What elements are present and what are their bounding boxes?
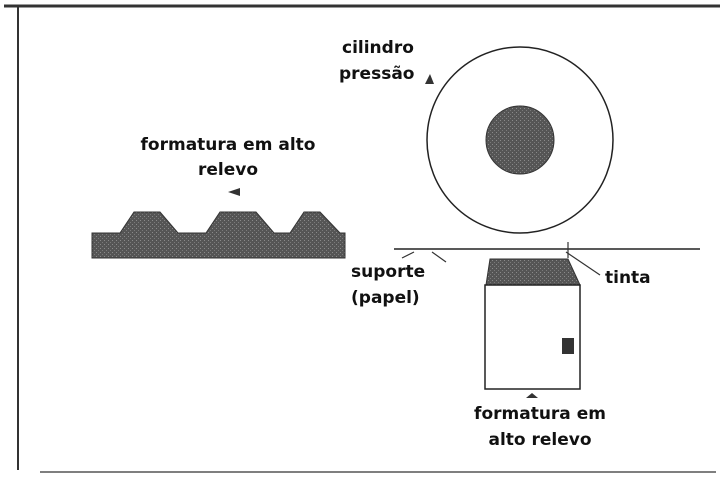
ink-layer [485, 258, 581, 286]
cylinder-label-line2: pressão [339, 64, 415, 84]
relief-plate-left [91, 211, 346, 259]
support-label-line2: (papel) [351, 288, 420, 308]
plate-left-label-line2: relevo [197, 160, 259, 180]
ink-pointer [565, 251, 601, 276]
plate-left-label-line1: formatura em alto [140, 135, 316, 155]
plate-block-mark [562, 338, 574, 354]
cylinder-core [485, 105, 555, 175]
cylinder-label-arrow [425, 74, 434, 84]
plate-bottom-label-line2: alto relevo [488, 430, 592, 450]
plate-bottom-arrow [526, 393, 538, 398]
ink-label: tinta [605, 268, 651, 288]
relief-plate-block [484, 284, 581, 390]
support-pointer-2 [431, 251, 447, 263]
support-label-line1: suporte [351, 262, 426, 282]
plate-bottom-label-line1: formatura em [474, 404, 606, 424]
support-pointer [401, 251, 415, 259]
plate-left-arrow [228, 188, 240, 196]
cylinder-label-line1: cilindro [342, 38, 414, 58]
